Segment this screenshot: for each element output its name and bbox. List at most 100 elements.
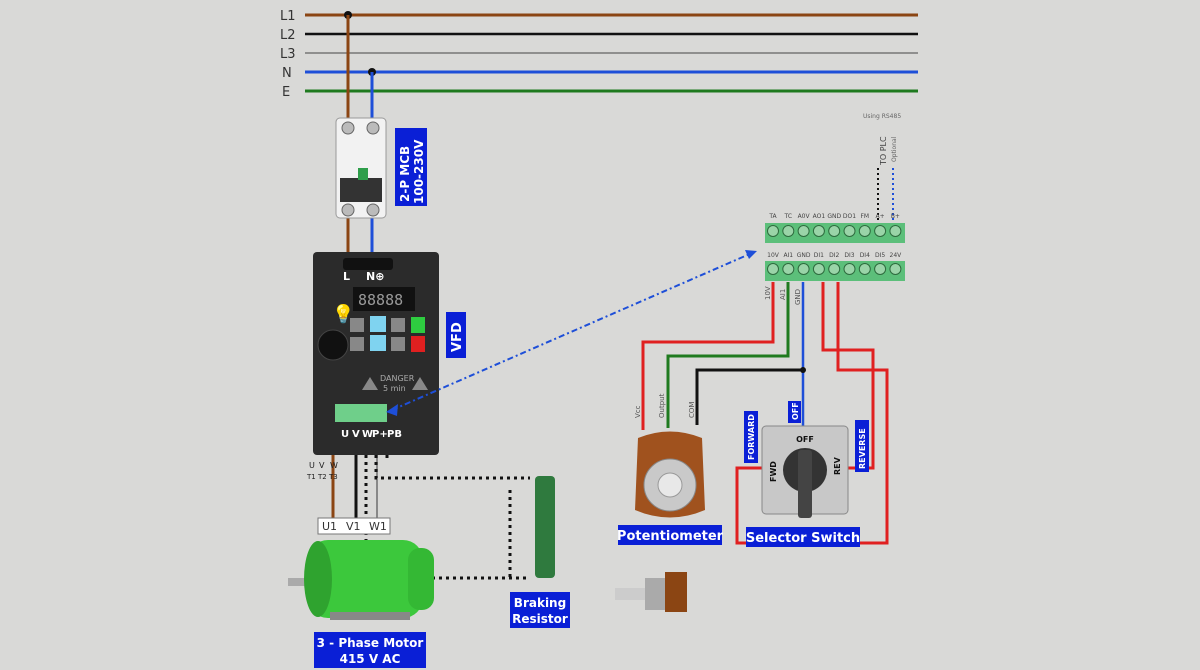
arrow-head-icon [386,404,398,416]
switch-label-box [746,527,860,547]
bus-label-l1: L1 [280,9,296,24]
motor-term-w1: W1 [369,520,387,533]
lead-t1: T1 [306,473,316,481]
vfd-label-box [446,312,466,358]
lead-u: U [309,461,315,470]
vfd-knob[interactable] [317,329,349,361]
terminal-label: TC [784,213,793,220]
wire-pplus-brake [374,455,530,480]
lead-w: W [330,461,338,470]
wire-di-fwd [735,282,889,545]
vfd-down-button[interactable] [370,335,386,351]
wire-ai1 [666,282,790,428]
pot-pin-vcc: Vcc [634,405,642,418]
brake-label-line1: Braking [514,596,566,610]
selector-switch[interactable]: OFF FWD REV [761,425,849,518]
terminal-label: GND [827,213,841,220]
terminal-label: 24V [890,252,903,259]
terminal-screw[interactable] [767,263,779,275]
bus-label-l2: L2 [280,28,296,43]
terminal-screw[interactable] [812,263,825,275]
wire-label-ai1: AI1 [779,289,787,300]
vfd-out-v: V [352,429,360,440]
brake-label-line2: Resistor [512,612,568,626]
bus-lines: L1 L2 L3 N E [280,9,918,100]
tag-forward-box [744,411,758,463]
pot-label-box [618,525,722,545]
brake-label-box [510,592,570,628]
mcb-label-box [395,128,427,206]
bus-label-l3: L3 [280,47,296,62]
terminal-screw[interactable] [889,225,902,237]
potentiometer[interactable] [635,431,705,518]
mcb-label-line1: 2-P MCB [398,146,412,202]
wire-label-gnd: GND [794,289,802,305]
vfd-warning: DANGER [380,374,415,383]
bus-label-e: E [282,85,290,100]
terminal-label: B+ [891,213,900,220]
vfd-up-button[interactable] [370,316,386,332]
tag-forward: FORWARD [747,414,756,460]
terminal-screw[interactable] [858,225,871,237]
motor-label-line1: 3 - Phase Motor [317,636,424,650]
lightbulb-icon: 💡 [332,303,354,325]
terminal-screw[interactable] [797,263,810,275]
terminal-screw[interactable] [828,263,841,275]
wire-label-10v: 10V [764,286,772,300]
control-terminal-link [391,252,753,411]
potentiometer-small [615,572,687,612]
terminal-screw[interactable] [843,263,856,275]
terminal-label: DI4 [860,252,870,259]
vfd-display: 88888 [358,291,403,309]
vfd-control-terminal [335,404,387,422]
wire-10v [641,282,775,430]
terminal-screw[interactable] [782,263,795,275]
terminal-screw[interactable] [858,263,871,275]
vfd-key[interactable] [391,318,405,332]
terminal-screw[interactable] [797,225,810,237]
terminal-label: 10V [767,252,780,259]
motor-label-box [314,632,426,668]
terminal-screw[interactable] [812,225,825,237]
terminal-label: DI2 [829,252,839,259]
terminal-label: DI3 [844,252,854,259]
rs485-note: Using RS485 [863,113,901,120]
terminal-screw[interactable] [782,225,795,237]
mcb-label-line2: 100-230V [412,139,426,204]
vfd-key[interactable] [350,337,364,351]
terminal-screw[interactable] [828,225,841,237]
terminal-screw[interactable] [889,263,902,275]
pot-pin-com: COM [688,402,696,418]
terminal-screw[interactable] [874,263,887,275]
terminal-label: AI1 [783,252,793,259]
vfd-in-n: N⊕ [366,270,384,283]
vfd-stop-button[interactable] [411,336,425,352]
vfd-out-pplus: P+ [372,429,388,440]
terminal-label: A0V [798,213,811,220]
motor-label-line2: 415 V AC [340,652,401,666]
arrow-head-icon [745,250,757,259]
motor-terminal-box [317,517,391,535]
terminal-screw[interactable] [767,225,779,237]
junction-dot-com [800,367,806,373]
vfd-key[interactable] [391,337,405,351]
tag-off: OFF [791,402,800,420]
motor-term-u1: U1 [322,520,337,533]
lead-t3: T3 [328,473,338,481]
terminal-label: GND [797,252,811,259]
motor-term-v1: V1 [346,520,361,533]
switch-pos-rev: REV [833,456,842,475]
pot-label: Potentiometer [617,529,724,544]
lead-v: V [319,461,325,470]
terminal-screw[interactable] [843,225,856,237]
vfd-out-pb: PB [387,429,402,440]
terminal-label: DO1 [843,213,856,220]
vfd-out-u: U [341,429,349,440]
wire-com [695,368,803,425]
vfd-key[interactable] [350,318,364,332]
vfd-drive: 88888 💡 DANGER 5 min U V W P+ PB L N⊕ [313,252,439,455]
vfd-run-button[interactable] [411,317,425,333]
terminal-screw[interactable] [874,225,887,237]
terminal-label: DI1 [814,252,824,259]
